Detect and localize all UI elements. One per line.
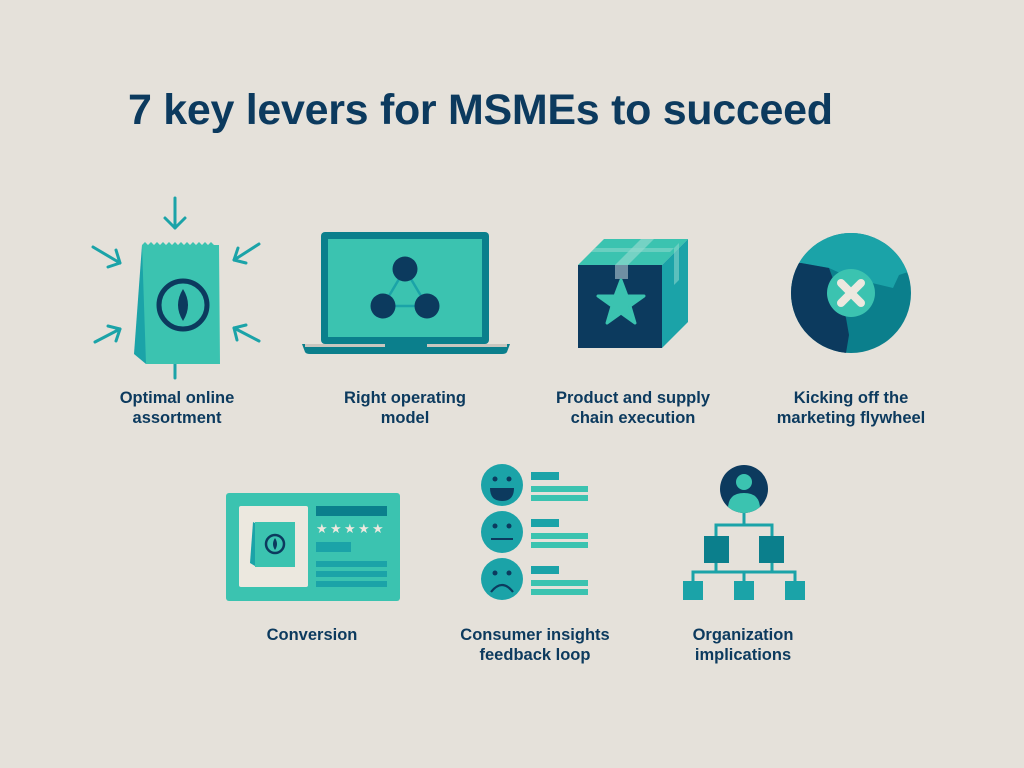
lever-label-line1: Conversion bbox=[266, 626, 358, 644]
svg-text:★: ★ bbox=[316, 522, 328, 537]
lever-label-line2: implications bbox=[694, 646, 792, 664]
lever-label-line2: assortment bbox=[132, 409, 222, 427]
sad-face-icon bbox=[481, 558, 523, 600]
neutral-face-icon bbox=[481, 511, 523, 553]
lever-label-line1: Optimal online bbox=[119, 389, 235, 407]
feedback-faces-icon bbox=[481, 464, 588, 600]
lever-label-line1: Consumer insights bbox=[460, 626, 610, 644]
product-card-icon: ★★★★★ bbox=[226, 493, 400, 601]
lever-label-line2: chain execution bbox=[570, 409, 696, 427]
svg-text:★: ★ bbox=[358, 522, 370, 537]
happy-face-icon bbox=[481, 464, 523, 506]
lever-label-line1: Right operating bbox=[344, 389, 466, 407]
lever-label-line1: Product and supply bbox=[555, 389, 711, 407]
org-chart-icon bbox=[683, 465, 805, 600]
svg-text:★: ★ bbox=[372, 522, 384, 537]
laptop-network-icon bbox=[302, 232, 510, 354]
box-star-icon bbox=[578, 239, 688, 348]
lever-label-line2: feedback loop bbox=[479, 646, 591, 664]
lever-label-line1: Kicking off the bbox=[793, 389, 909, 407]
lever-label-line1: Organization bbox=[692, 626, 794, 644]
lever-label-line2: marketing flywheel bbox=[776, 409, 926, 427]
svg-text:★: ★ bbox=[344, 522, 356, 537]
page-title: 7 key levers for MSMEs to succeed bbox=[128, 86, 833, 134]
lever-label-line2: model bbox=[380, 409, 430, 427]
shopping-bag-arrows-icon bbox=[91, 196, 261, 380]
flywheel-icon bbox=[791, 233, 911, 353]
svg-text:★: ★ bbox=[330, 522, 342, 537]
